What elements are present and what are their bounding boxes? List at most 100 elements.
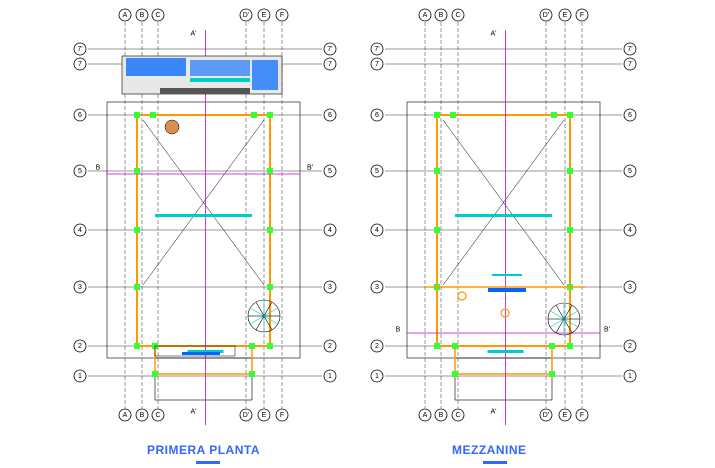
axis-bubble-Dp-label: D' [243,12,249,19]
axis-bubble-6-label: 6 [375,112,379,119]
stair-step [549,310,565,320]
axis-bubble-7-label: 7 [375,61,379,68]
axis-bubble-Dp [539,8,553,22]
axis-bubble-7p-label: 7' [374,46,379,53]
axis-bubble-B [434,8,448,22]
axis-bubble-C [151,8,165,22]
axis-bubble-7 [623,57,637,71]
axis-bubble-2 [370,339,384,353]
axis-bubble-B-label: B [439,12,444,19]
furniture-round [457,291,467,301]
axis-bubble-F-label: F [580,412,584,419]
room-label-bar [492,274,522,276]
axis-bubble-7p-label: 7' [77,46,82,53]
stair-step [555,304,565,320]
column [251,112,257,118]
terrace-block [121,55,283,357]
axis-bubble-F-label: F [280,12,284,19]
axis-bubble-Dp-label: D' [543,412,549,419]
axis-bubble-A-label: A [423,412,428,419]
column [567,112,573,118]
void-diagonal [442,119,565,286]
walls-front [454,345,553,375]
column [249,343,255,349]
axis-bubble-5 [623,164,637,178]
column [567,168,573,174]
stair-step [263,307,279,317]
axis-bubble-7-label: 7 [78,61,82,68]
axis-bubble-A [118,408,132,422]
section-marker-label: A' [190,409,196,416]
axis-bubble-5-label: 5 [628,168,632,175]
axis-bubble-7p [623,42,637,56]
axis-bubble-C-label: C [155,412,160,419]
axis-bubble-E-label: E [262,12,267,19]
axis-bubble-7-label: 7 [328,61,332,68]
axis-bubble-2 [623,339,637,353]
stair-step [263,301,273,317]
axis-bubble-4-label: 4 [78,227,82,234]
column [434,112,440,118]
axis-bubble-1-label: 1 [78,373,82,380]
column [267,343,273,349]
section-marker-label: B' [307,165,313,172]
axis-bubble-2-label: 2 [78,343,82,350]
axis-bubble-1-label: 1 [375,373,379,380]
column [150,112,156,118]
axis-bubble-7p-label: 7' [327,46,332,53]
column [452,371,458,377]
axis-bubble-A [418,408,432,422]
axis-bubble-E [257,408,271,422]
section-marker-label: B [396,327,401,334]
column [152,371,158,377]
axis-bubble-E [558,8,572,22]
terrace-hatch [190,60,250,76]
axis-bubble-6-label: 6 [78,112,82,119]
axis-bubble-3-label: 3 [628,284,632,291]
room-label-bar [455,214,552,217]
axis-bubble-B [135,408,149,422]
axis-bubble-1-label: 1 [328,373,332,380]
axis-bubble-6 [73,108,87,122]
axis-bubble-3 [323,280,337,294]
stair-step [563,310,579,320]
column [249,371,255,377]
axis-bubble-6 [370,108,384,122]
column [551,112,557,118]
column [134,227,140,233]
room-label-bar [187,350,224,353]
room-label-bar [182,352,220,355]
axis-bubble-A [118,8,132,22]
stair-step [555,318,565,334]
axis-bubble-1 [623,369,637,383]
column [434,227,440,233]
axis-bubble-E-label: E [563,412,568,419]
axis-bubble-4 [73,223,87,237]
axis-bubble-A-label: A [123,412,128,419]
axis-bubble-3-label: 3 [328,284,332,291]
axis-bubble-F [275,8,289,22]
terrace-hatch [126,58,186,76]
axis-bubble-7 [370,57,384,71]
column [267,168,273,174]
column [134,343,140,349]
room-label-bar [488,288,526,292]
room-label-bar [190,78,250,82]
axis-bubble-4 [370,223,384,237]
axis-bubble-C-label: C [455,412,460,419]
section-marker-label: B' [604,327,610,334]
axis-bubble-F [575,8,589,22]
axis-bubble-C [151,408,165,422]
axis-bubble-7-label: 7 [628,61,632,68]
plan-title-primera-planta: PRIMERA PLANTA [147,443,260,457]
axis-bubble-7 [73,57,87,71]
axis-bubble-3 [370,280,384,294]
axis-bubble-F [275,408,289,422]
stair-step [549,318,565,328]
axis-bubble-4 [623,223,637,237]
column [549,343,555,349]
column [134,284,140,290]
plan-primera-planta [88,22,322,425]
axis-bubble-C-label: C [155,12,160,19]
axis-bubble-6-label: 6 [628,112,632,119]
